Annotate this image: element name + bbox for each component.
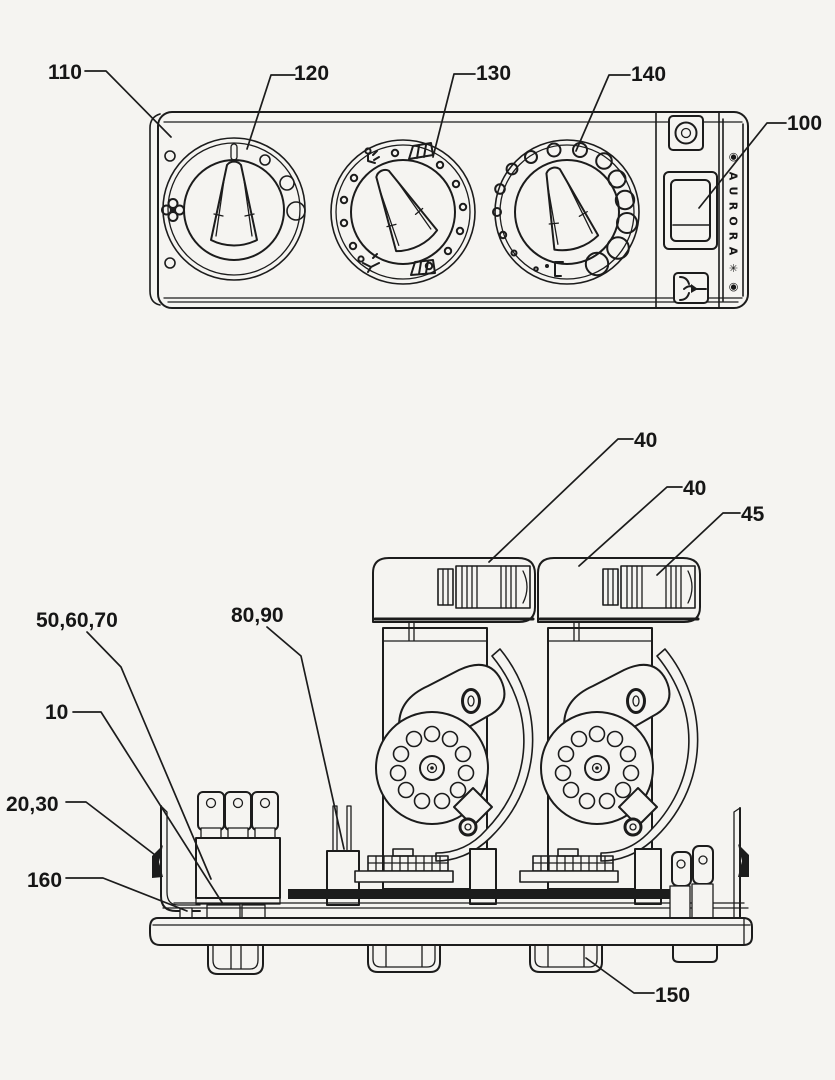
leader-100 bbox=[698, 122, 787, 209]
glyph-letter-4: O bbox=[727, 216, 740, 225]
glyph-letter-5: R bbox=[727, 232, 740, 241]
fan-speed-knob bbox=[161, 137, 306, 281]
ref-label-150: 150 bbox=[655, 984, 690, 1007]
bracket-clip bbox=[738, 844, 749, 877]
connector-block bbox=[195, 791, 281, 919]
air-distribution-knob bbox=[330, 139, 476, 285]
leader-160 bbox=[65, 877, 188, 912]
fan-icon bbox=[161, 198, 185, 222]
windshield-defrost-icon bbox=[408, 142, 434, 160]
glyph-letter-1: A bbox=[727, 172, 740, 181]
spade-terminal bbox=[197, 791, 225, 841]
ref-label-120: 120 bbox=[294, 62, 329, 85]
screw-hole-top bbox=[164, 150, 176, 162]
switch-module: ◉ A U R O R A ✳ ◉ bbox=[663, 115, 740, 304]
right-bracket bbox=[733, 807, 749, 919]
leader-80-90 bbox=[266, 626, 345, 850]
side-glyph-column: ◉ A U R O R A ✳ ◉ bbox=[727, 150, 740, 293]
right-terminals bbox=[669, 845, 714, 919]
cold-icon bbox=[545, 261, 564, 277]
detent-dots bbox=[339, 148, 468, 271]
mounting-feet bbox=[207, 944, 718, 975]
leader-50-60-70 bbox=[86, 631, 212, 880]
ref-label-160: 160 bbox=[27, 869, 62, 892]
panel-bezel-lines bbox=[163, 121, 743, 303]
foot-defrost-icon bbox=[410, 259, 436, 276]
glyph-letter-3: R bbox=[727, 202, 740, 211]
recirculation-button bbox=[673, 272, 709, 304]
ref-label-45: 45 bbox=[741, 503, 765, 526]
leader-110 bbox=[84, 70, 172, 138]
face-vent-icon bbox=[364, 147, 380, 164]
small-tab bbox=[672, 944, 718, 963]
leader-40b bbox=[578, 486, 683, 567]
bracket-clip bbox=[152, 845, 163, 878]
leader-140 bbox=[575, 74, 631, 152]
leader-45 bbox=[656, 512, 741, 576]
temperature-scale-dots-icon bbox=[492, 142, 638, 277]
ref-label-50-60-70: 50,60,70 bbox=[36, 609, 118, 632]
glyph-dot-bottom: ◉ bbox=[729, 280, 739, 293]
leader-10 bbox=[72, 711, 224, 905]
panel-faceplate bbox=[157, 111, 749, 309]
ref-label-10: 10 bbox=[45, 701, 68, 724]
ref-label-130: 130 bbox=[476, 62, 511, 85]
actuator-assembly-side-view bbox=[149, 556, 753, 975]
panel-module-dividers bbox=[655, 112, 744, 308]
panel-left-side-face bbox=[149, 113, 161, 306]
ref-label-140: 140 bbox=[631, 63, 666, 86]
ref-label-80-90: 80,90 bbox=[231, 604, 284, 627]
glyph-dot-top: ◉ bbox=[729, 150, 739, 163]
glyph-letter-2: U bbox=[727, 187, 740, 196]
circuit-board-edge bbox=[288, 889, 670, 899]
control-panel-front-view: ◉ A U R O R A ✳ ◉ bbox=[149, 111, 749, 309]
pointer-index-mark bbox=[230, 143, 238, 161]
foot-vent-icon bbox=[357, 253, 380, 273]
leader-150 bbox=[585, 957, 655, 994]
connector-body bbox=[195, 837, 281, 899]
rocker-switch bbox=[663, 171, 718, 250]
clock-button bbox=[668, 115, 704, 151]
tray-lines bbox=[162, 902, 749, 909]
reference-numerals: 110 120 130 140 100 40 40 45 80,90 50,60… bbox=[6, 61, 822, 1007]
glyph-flower: ✳ bbox=[729, 262, 738, 275]
screw-hole-bottom bbox=[164, 257, 176, 269]
ref-label-100: 100 bbox=[787, 112, 822, 135]
ref-label-20-30: 20,30 bbox=[6, 793, 59, 816]
temperature-knob bbox=[492, 139, 640, 285]
leader-40a bbox=[488, 438, 634, 563]
leader-130 bbox=[432, 73, 476, 158]
spade-terminal bbox=[251, 791, 279, 841]
glyph-letter-6: A bbox=[727, 247, 740, 256]
leader-120 bbox=[246, 74, 296, 150]
recirculation-icon bbox=[679, 276, 707, 301]
ref-label-40b: 40 bbox=[683, 477, 706, 500]
leader-lines bbox=[65, 70, 787, 994]
ref-label-110: 110 bbox=[48, 61, 82, 84]
spade-terminal bbox=[224, 791, 252, 841]
leader-20-30 bbox=[65, 801, 160, 859]
ref-label-40a: 40 bbox=[634, 429, 657, 452]
base-plate bbox=[149, 917, 753, 946]
fan-speed-dots-icon bbox=[259, 154, 306, 221]
